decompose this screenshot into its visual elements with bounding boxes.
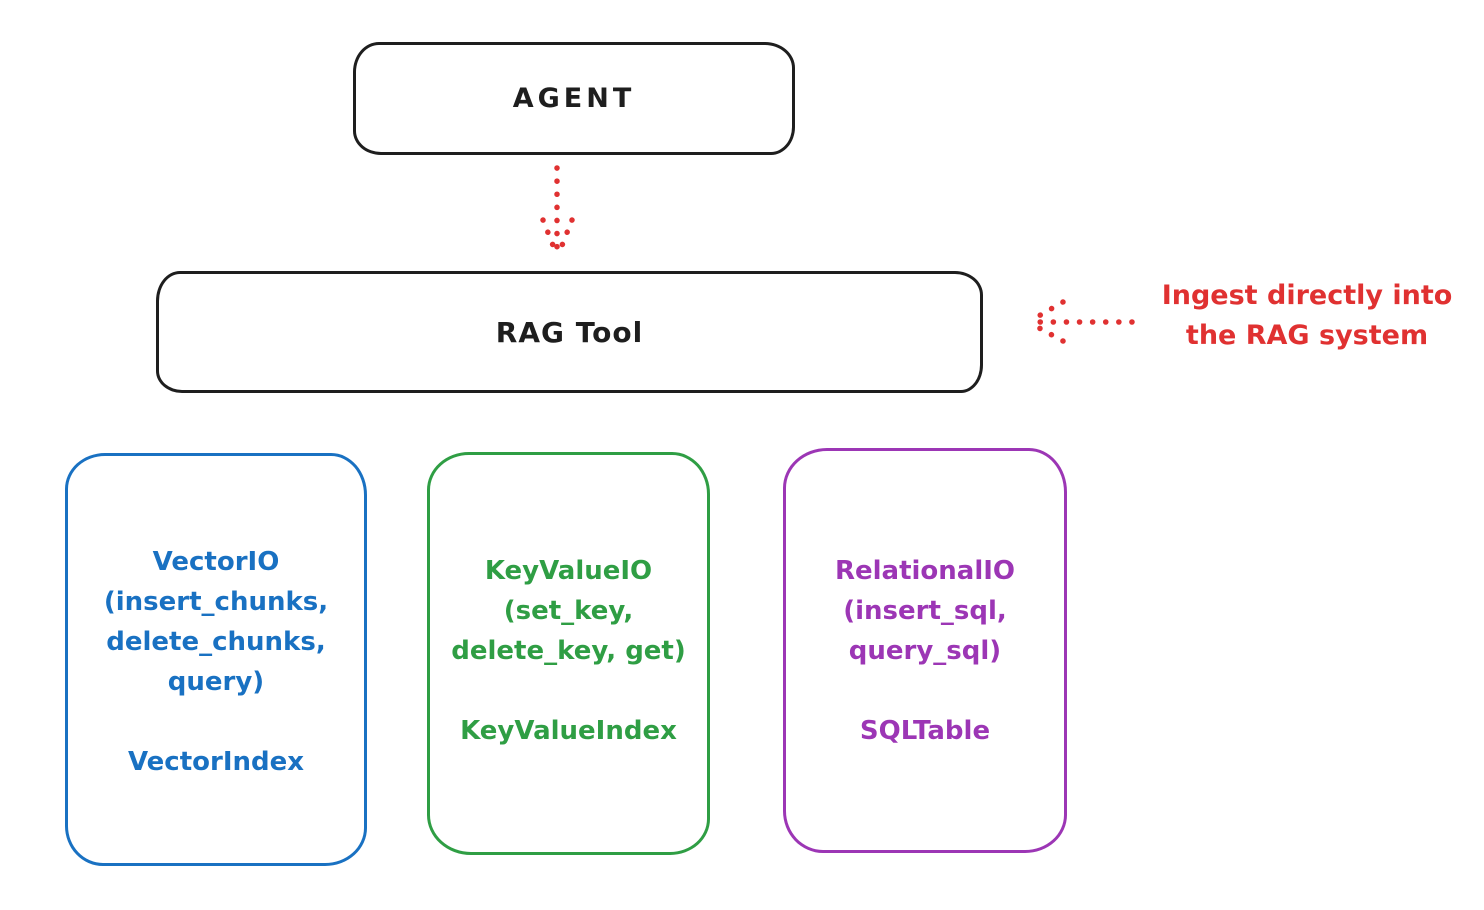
arrow-annotation-to-ragtool-icon [1027,299,1135,344]
rag-tool-box: RAG Tool [156,271,983,393]
keyvalue-io-line: delete_key, get) [451,636,686,666]
storage-box-keyvalue-io: KeyValueIO (set_key, delete_key, get) Ke… [427,452,710,855]
relational-io-line: query_sql) [848,636,1002,666]
vector-io-line: delete_chunks, [106,627,326,657]
vector-io-line: VectorIO [152,547,280,577]
relational-io-line: RelationalIO [834,556,1016,586]
vector-io-line: query) [167,667,265,697]
vector-io-line: (insert_chunks, [103,587,329,617]
ingest-annotation: Ingest directly into the RAG system [1140,276,1474,356]
rag-tool-box-label: RAG Tool [495,315,644,349]
keyvalue-io-line: KeyValueIO [484,556,653,586]
storage-box-relational-io: RelationalIO (insert_sql, query_sql) SQL… [783,448,1067,853]
relational-io-line: (insert_sql, [843,596,1007,626]
storage-box-vector-io: VectorIO (insert_chunks, delete_chunks, … [65,453,367,866]
keyvalue-io-line: (set_key, [503,596,634,626]
agent-box: AGENT [353,42,795,155]
ingest-annotation-line1: Ingest directly into [1161,280,1453,311]
keyvalue-io-index-label: KeyValueIndex [460,716,677,746]
ingest-annotation-line2: the RAG system [1185,320,1429,351]
relational-io-index-label: SQLTable [859,716,991,746]
agent-box-label: AGENT [512,83,636,114]
vector-io-index-label: VectorIndex [127,747,305,777]
